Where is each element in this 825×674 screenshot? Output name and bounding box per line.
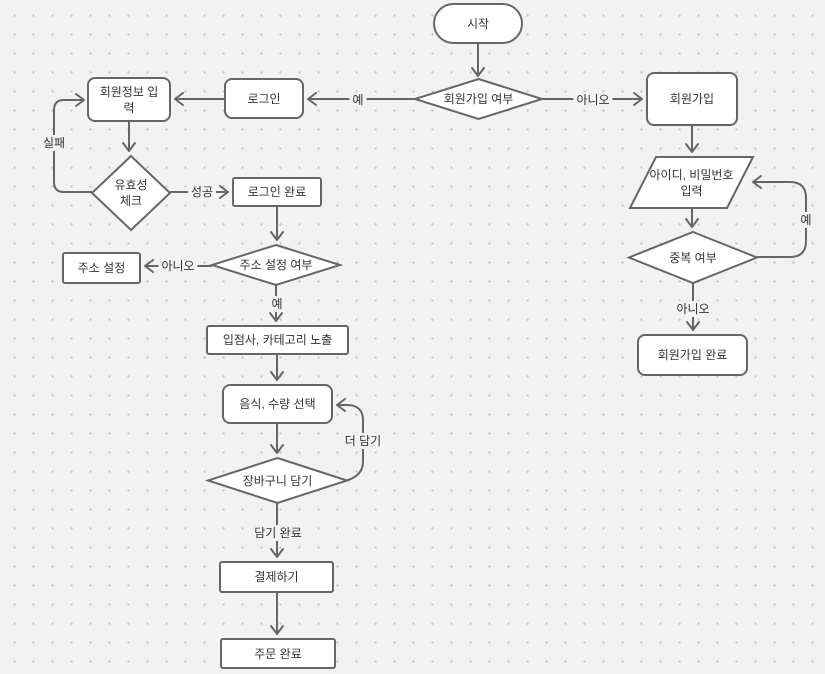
edge-label-add-done: 담기 완료 [251, 525, 305, 541]
node-pay[interactable]: 결제하기 [220, 562, 333, 592]
node-start-shape [433, 3, 523, 44]
node-start[interactable]: 시작 [434, 4, 522, 43]
edge-label-success: 성공 [187, 184, 217, 200]
node-signup-check-shape [411, 77, 546, 121]
node-cart[interactable]: 장바구니 담기 [208, 458, 347, 503]
node-signup-check-label: 회원가입 여부 [443, 92, 514, 106]
node-login-label: 로그인 [247, 91, 281, 106]
node-validity[interactable]: 유효성 체크 [92, 156, 170, 230]
node-cart-shape [204, 456, 351, 505]
node-order[interactable]: 주문 완료 [221, 639, 335, 668]
node-dup-check[interactable]: 중복 여부 [629, 232, 757, 283]
node-member-info-shape [87, 77, 171, 122]
node-validity-shape [90, 154, 172, 232]
edge-label-yes-dup: 예 [797, 212, 815, 228]
edge-label-no-addr: 아니오 [158, 258, 198, 274]
node-login[interactable]: 로그인 [225, 79, 303, 118]
node-signup-done-label: 회원가입 완료 [657, 348, 728, 362]
edge-cart-more-loop[interactable] [336, 398, 364, 482]
node-signup-done-shape [637, 334, 748, 376]
node-category-shape [206, 325, 349, 355]
node-id-input-label: 아이디, 비밀번호 입력 [649, 167, 734, 198]
node-id-input[interactable]: 아이디, 비밀번호 입력 [630, 157, 753, 208]
node-order-label: 주문 완료 [254, 646, 302, 661]
node-addr-check-label: 주소 설정 여부 [239, 258, 313, 272]
node-food[interactable]: 음식, 수량 선택 [223, 385, 332, 423]
node-addr-set-label: 주소 설정 [77, 261, 126, 275]
node-signup-done[interactable]: 회원가입 완료 [638, 335, 747, 375]
node-signup-shape [646, 72, 738, 126]
node-pay-label: 결제하기 [254, 570, 299, 584]
node-validity-label: 유효성 체크 [114, 178, 148, 208]
node-order-shape [220, 638, 336, 669]
node-addr-check-shape [208, 243, 344, 287]
node-member-info-label: 회원정보 입력 [99, 84, 159, 115]
node-pay-shape [219, 561, 334, 593]
node-login-done[interactable]: 로그인 완료 [233, 178, 321, 206]
node-signup-label: 회원가입 [669, 92, 715, 106]
node-category-label: 입점사, 카테고리 노출 [222, 333, 333, 347]
node-signup[interactable]: 회원가입 [647, 73, 737, 125]
node-addr-check[interactable]: 주소 설정 여부 [212, 245, 340, 285]
edge-label-add-more: 더 담기 [341, 433, 385, 449]
edge-label-yes-addr: 예 [268, 296, 286, 312]
node-addr-set-shape [62, 252, 141, 284]
node-login-shape [224, 78, 304, 119]
node-id-input-shape [628, 156, 755, 209]
node-cart-label: 장바구니 담기 [242, 473, 313, 488]
node-category[interactable]: 입점사, 카테고리 노출 [207, 326, 348, 354]
edge-label-no-signup: 아니오 [573, 92, 613, 108]
edge-label-fail: 실패 [39, 135, 69, 151]
node-member-info[interactable]: 회원정보 입력 [88, 78, 170, 121]
node-start-label: 시작 [466, 16, 490, 31]
node-dup-check-shape [626, 230, 760, 285]
node-dup-check-label: 중복 여부 [669, 250, 717, 265]
node-addr-set[interactable]: 주소 설정 [63, 253, 140, 283]
node-food-shape [222, 384, 333, 424]
node-food-label: 음식, 수량 선택 [239, 397, 316, 411]
node-login-done-shape [232, 177, 322, 207]
node-signup-check[interactable]: 회원가입 여부 [415, 79, 542, 119]
edge-label-yes-login: 예 [349, 92, 367, 108]
edge-label-no-dup: 아니오 [673, 301, 713, 317]
node-login-done-label: 로그인 완료 [247, 185, 307, 199]
